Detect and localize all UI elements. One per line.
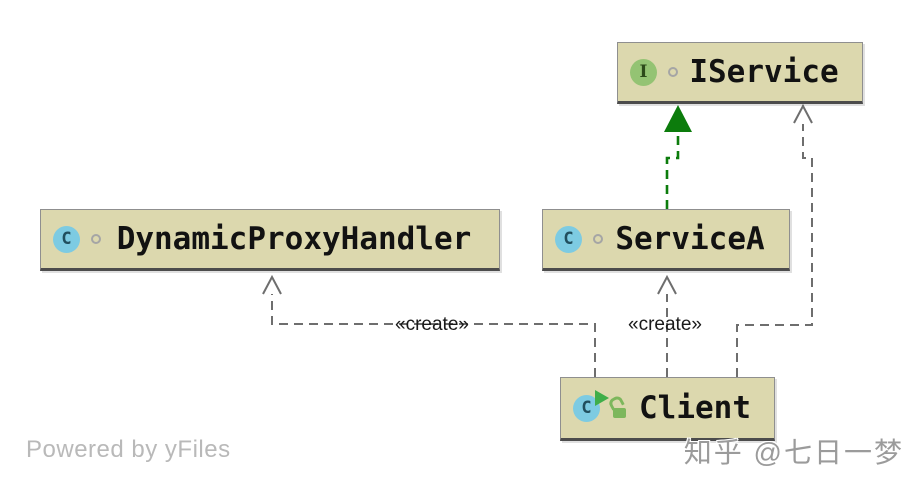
node-icons: I [630,58,678,86]
node-label: ServiceA [615,221,765,257]
node-label: Client [639,390,751,426]
class-icon: C [555,225,582,253]
powered-by-yfiles-label[interactable]: Powered by yFiles [26,436,231,463]
edge-dependency-client-iservice[interactable] [736,103,813,377]
dependency-arrowhead [793,103,813,124]
node-label: IService [689,54,839,90]
edge-label-create-dynamicproxyhandler: «create» [395,314,469,335]
dependency-arrowhead [657,274,677,295]
interface-icon: I [630,58,657,86]
node-servicea[interactable]: C ServiceA [542,209,790,271]
edge-dependency-client-servicea[interactable] [657,274,677,377]
modifier-ring-icon [593,234,603,244]
realization-arrowhead [664,105,692,132]
edge-dependency-client-dynamicproxyhandler[interactable] [262,274,596,377]
node-icons: C [573,389,628,422]
dependency-arrowhead [262,274,282,295]
edge-label-create-servicea: «create» [628,314,702,335]
class-icon: C [53,225,80,253]
runnable-class-icon: C [573,389,609,422]
modifier-ring-icon [668,67,678,77]
edge-realization-servicea-iservice[interactable] [664,105,692,209]
zhihu-watermark: 知乎 @七日一梦 [683,437,904,468]
node-iservice[interactable]: I IService [617,42,863,104]
node-dynamicproxyhandler[interactable]: C DynamicProxyHandler [40,209,500,271]
open-lock-icon [607,394,628,418]
modifier-ring-icon [91,234,101,244]
node-icons: C [555,225,603,253]
run-play-icon [595,389,609,406]
node-label: DynamicProxyHandler [116,221,472,257]
node-icons: C [53,225,101,253]
node-client[interactable]: C Client [560,377,775,441]
